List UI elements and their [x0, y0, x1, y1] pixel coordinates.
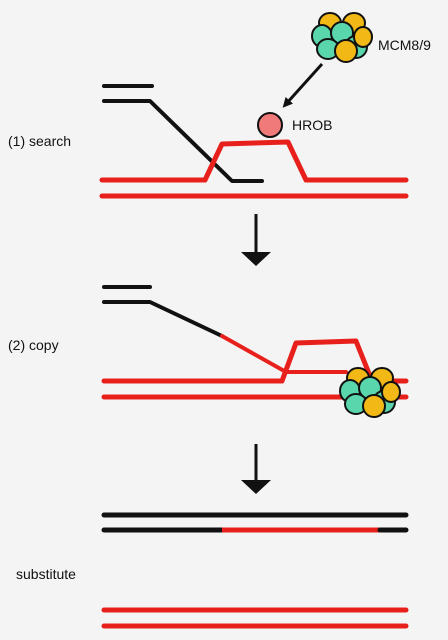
step2-panel: (2) copy: [8, 285, 409, 418]
down-arrow-icon: [241, 214, 271, 266]
mcm-label: MCM8/9: [378, 37, 431, 53]
red-strand-displaced: [99, 139, 409, 183]
step2-label: (2) copy: [8, 337, 59, 353]
black-strand-extended: [102, 300, 224, 338]
step3-panel: substitute: [16, 512, 409, 629]
hrob-circle-icon: [257, 112, 283, 138]
recruit-arrow: [282, 62, 324, 108]
step3-label: substitute: [16, 566, 76, 582]
black-strand-invading: [102, 99, 264, 183]
step1-label: (1) search: [8, 133, 71, 149]
down-arrow-icon: [241, 444, 271, 494]
mcm-complex-icon: [311, 12, 373, 63]
step1-panel: HROB MCM8/9 (1) search: [8, 12, 431, 199]
hrob-label: HROB: [292, 117, 332, 133]
